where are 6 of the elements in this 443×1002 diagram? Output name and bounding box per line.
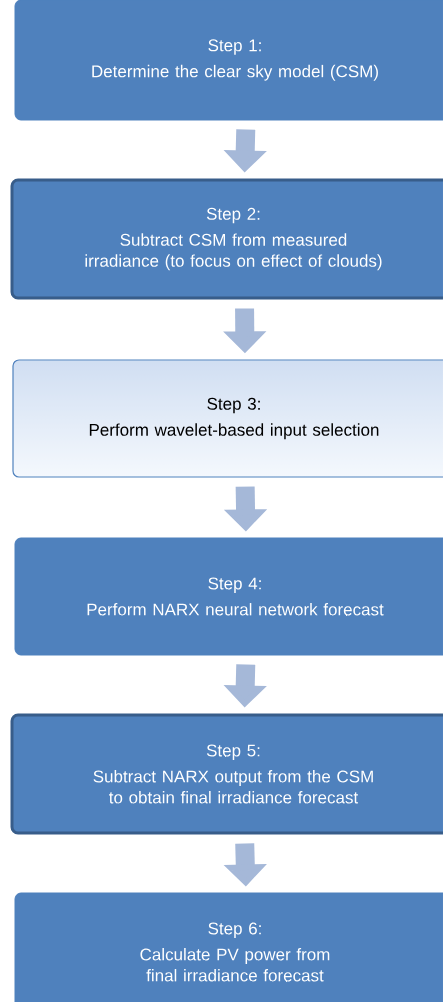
- process-box: Step 2: Subtract CSM from measured irradiance (to focus on effect of clouds): [10, 178, 443, 300]
- process-box: Step 3: Perform wavelet-based input selection: [12, 359, 443, 478]
- process-box: Step 4: Perform NARX neural network forecast: [14, 537, 443, 656]
- process-box: Step 5: Subtract NARX output from the CSM to obtain final irradiance forecast: [10, 713, 443, 835]
- process-box: Step 6: Calculate PV power from final irradiance forecast: [14, 892, 443, 1002]
- process-box: Step 1: Determine the clear sky model (CSM): [14, 0, 443, 121]
